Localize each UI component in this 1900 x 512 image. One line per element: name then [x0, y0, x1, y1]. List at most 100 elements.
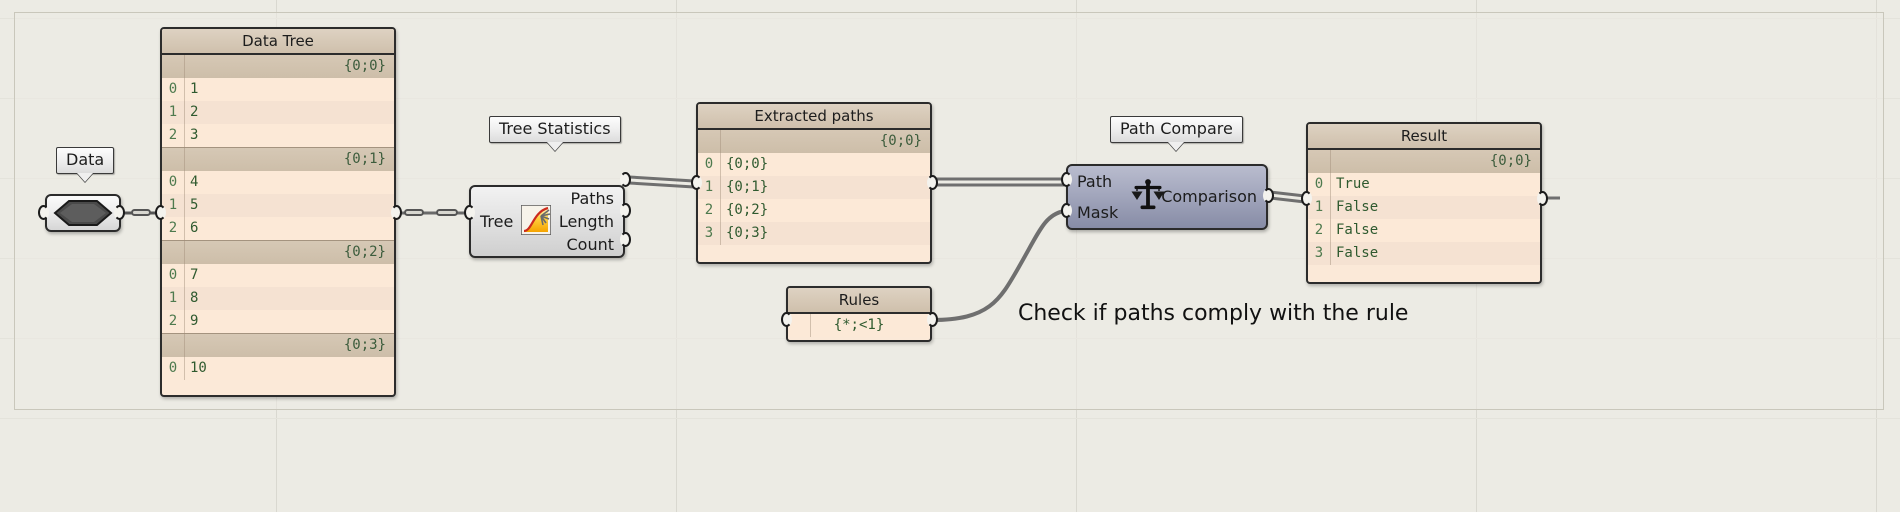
table-row[interactable]: 2 {0;2} [698, 199, 930, 222]
tree-statistics-icon [520, 203, 552, 239]
row-value: {0;0} [726, 156, 769, 172]
panel-extracted-paths-body: {0;0} 0 {0;0} 1 {0;1} 2 {0;2} 3{0;3} [698, 130, 930, 245]
wire-stub [436, 209, 458, 216]
tag-data: Data [56, 147, 115, 182]
row-index: 1 [1314, 199, 1324, 215]
table-row[interactable]: 0 10 [162, 357, 394, 380]
panel-extracted-paths-output-grip[interactable] [927, 175, 938, 190]
panel-rules-title: Rules [788, 288, 930, 314]
scales-balance-icon [1130, 177, 1166, 217]
panel-extracted-paths-input-grip[interactable] [691, 175, 702, 190]
table-row[interactable]: 0 {0;0} [698, 153, 930, 176]
branch-path-row: {0;0} [1308, 150, 1540, 173]
branch-path-label: {0;0} [343, 58, 386, 74]
row-index: 1 [704, 179, 714, 195]
port-label-tree[interactable]: Tree [480, 211, 514, 231]
hexagon-icon [53, 200, 113, 226]
component-input-ports: Tree [480, 187, 513, 256]
row-index: 1 [168, 290, 178, 306]
data-param-input-grip[interactable] [38, 205, 49, 220]
tag-pointer-icon [546, 142, 563, 151]
row-index: 2 [168, 127, 178, 143]
port-grip-tree[interactable] [464, 205, 475, 220]
branch-path-label: {0;0} [1489, 153, 1532, 169]
port-grip-length[interactable] [620, 203, 631, 218]
branch-path-label: {0;0} [879, 133, 922, 149]
table-row[interactable]: 1 False [1308, 196, 1540, 219]
port-grip-paths[interactable] [620, 172, 631, 187]
panel-rules[interactable]: Rules {*;<1} [786, 286, 932, 342]
panel-rules-output-grip[interactable] [927, 312, 938, 327]
row-value: False [1336, 199, 1379, 215]
row-value: 6 [190, 220, 199, 236]
row-value: {0;1} [726, 179, 769, 195]
row-index: 0 [168, 174, 178, 190]
row-index: 0 [168, 360, 178, 376]
panel-data-tree-output-grip[interactable] [391, 205, 402, 220]
port-label-comparison[interactable]: Comparison [1161, 187, 1257, 206]
port-grip-comparison[interactable] [1263, 188, 1274, 203]
branch-path-row: {0;2} [162, 240, 394, 264]
panel-result-input-grip[interactable] [1301, 191, 1312, 206]
component-input-ports: Path Mask [1077, 166, 1118, 228]
row-index: 0 [168, 81, 178, 97]
table-row[interactable]: 2 False [1308, 219, 1540, 242]
panel-result-output-grip[interactable] [1537, 191, 1548, 206]
row-value: True [1336, 176, 1370, 192]
panel-rules-input-grip[interactable] [781, 312, 792, 327]
panel-data-tree-input-grip[interactable] [155, 205, 166, 220]
table-row[interactable]: {*;<1} [788, 314, 930, 337]
data-param-output-grip[interactable] [114, 205, 125, 220]
port-grip-mask[interactable] [1061, 203, 1072, 218]
component-path-compare[interactable]: Path Mask Comparison [1066, 164, 1268, 230]
row-value: {0;2} [726, 202, 769, 218]
row-value: 3 [190, 127, 199, 143]
port-grip-count[interactable] [620, 232, 631, 247]
branch-path-row: {0;0} [162, 55, 394, 78]
row-value: 4 [190, 174, 199, 190]
row-index: 2 [1314, 222, 1324, 238]
tag-tree-statistics: Tree Statistics [489, 116, 621, 151]
row-value: 1 [190, 81, 199, 97]
table-row[interactable]: 3{0;3} [698, 222, 930, 245]
port-label-path[interactable]: Path [1077, 171, 1113, 191]
port-label-mask[interactable]: Mask [1077, 202, 1119, 222]
panel-extracted-paths[interactable]: Extracted paths {0;0} 0{0;0} 1{0;1} 2{0;… [696, 102, 932, 264]
component-output-ports: Paths Length Count [559, 187, 614, 256]
row-value: {*;<1} [833, 317, 885, 333]
row-index: 0 [168, 267, 178, 283]
grid-line-horizontal [0, 418, 1900, 419]
row-value: False [1336, 222, 1379, 238]
row-value: {0;3} [726, 225, 769, 241]
component-tree-statistics[interactable]: Tree Paths Length Count [469, 185, 625, 258]
port-label-paths[interactable]: Paths [570, 188, 614, 208]
panel-extracted-paths-title: Extracted paths [698, 104, 930, 130]
port-grip-path[interactable] [1061, 172, 1072, 187]
row-value: 8 [190, 290, 199, 306]
row-index: 0 [704, 156, 714, 172]
port-label-count[interactable]: Count [566, 234, 614, 254]
row-index: 2 [704, 202, 714, 218]
row-value: 7 [190, 267, 199, 283]
row-value: 10 [190, 360, 207, 376]
row-value: False [1336, 245, 1379, 261]
panel-result-title: Result [1308, 124, 1540, 150]
table-row[interactable]: 1 {0;1} [698, 176, 930, 199]
data-param-node[interactable] [45, 194, 121, 232]
port-label-length[interactable]: Length [558, 211, 614, 231]
